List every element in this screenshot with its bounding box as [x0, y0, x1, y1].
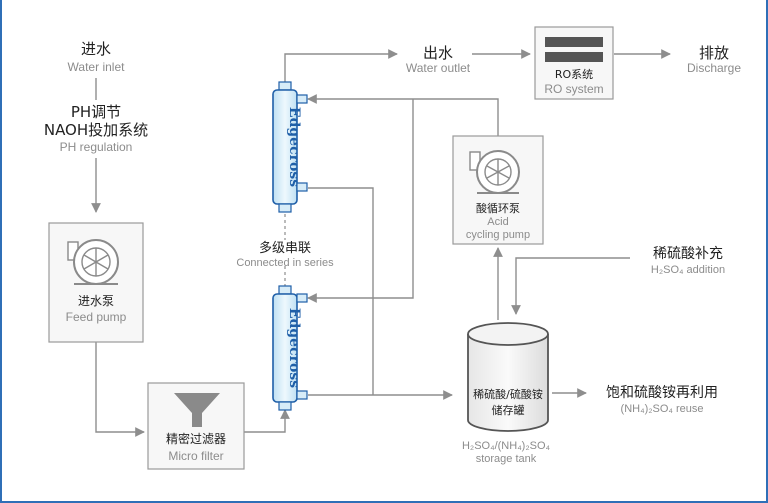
series-sublabel: Connected in series: [236, 257, 334, 269]
pipe-module-outlet-top: [308, 187, 374, 395]
module-bottom-brand: Edgecross: [286, 308, 302, 388]
water-inlet-label: 进水: [81, 40, 111, 58]
tank-sublabel-line2: storage tank: [476, 453, 537, 465]
acid-pump-sublabel-line1: Acid: [487, 216, 508, 228]
pipe-acid-addition: [511, 257, 630, 315]
pipe-acid-return-top: [307, 94, 499, 136]
membrane-module-icon: [272, 81, 308, 213]
pipe-module-to-outlet: [284, 49, 398, 82]
discharge-sublabel: Discharge: [687, 61, 741, 75]
acid-pump-sublabel-line2: cycling pump: [466, 229, 530, 241]
tank-sublabel-line1: H₂SO₄/(NH₄)₂SO₄: [462, 440, 551, 452]
pump-icon: [469, 150, 520, 194]
series-label: 多级串联: [259, 240, 311, 256]
reuse-label: 饱和硫酸铵再利用: [606, 385, 718, 401]
ro-label: RO系统: [555, 68, 593, 81]
feed-pump-label: 进水泵: [78, 294, 114, 308]
reuse-sublabel: (NH₄)₂SO₄ reuse: [621, 403, 704, 415]
pump-icon: [67, 239, 119, 285]
ro-system: RO系统 RO system: [534, 26, 614, 100]
ph-label-line2: NAOH投加系统: [44, 121, 148, 139]
ph-label-line1: PH调节: [71, 103, 121, 121]
membrane-module-icon: [272, 285, 308, 411]
funnel-icon: [174, 393, 220, 427]
tank-label-line2: 储存罐: [492, 403, 525, 417]
membrane-module-bottom: Edgecross: [272, 285, 308, 411]
acid-pump-label: 酸循环泵: [476, 201, 520, 215]
micro-filter-sublabel: Micro filter: [168, 449, 223, 463]
pipes: [91, 49, 671, 437]
membrane-module-top: Edgecross: [272, 81, 308, 213]
micro-filter-label: 精密过滤器: [166, 431, 226, 446]
storage-tank: 稀硫酸/硫酸铵 储存罐 H₂SO₄/(NH₄)₂SO₄ storage tank: [462, 322, 551, 465]
acid-cycling-pump: 酸循环泵 Acid cycling pump: [452, 135, 544, 245]
water-outlet-label: 出水: [423, 44, 453, 62]
tank-label-line1: 稀硫酸/硫酸铵: [473, 387, 543, 401]
pipe-feed-pump-to-filter: [95, 342, 145, 437]
module-top-brand: Edgecross: [286, 107, 302, 187]
pipe-acid-return-bottom: [307, 99, 414, 303]
feed-pump: 进水泵 Feed pump: [48, 222, 144, 343]
feed-pump-sublabel: Feed pump: [66, 310, 127, 324]
ro-sublabel: RO system: [544, 82, 603, 96]
acid-addition-sublabel: H₂SO₄ addition: [651, 264, 725, 276]
ph-sublabel: PH regulation: [60, 140, 133, 154]
acid-addition-label: 稀硫酸补充: [653, 246, 723, 262]
water-outlet-sublabel: Water outlet: [406, 61, 471, 75]
discharge-label: 排放: [699, 44, 729, 62]
pipe-filter-to-module: [244, 409, 290, 433]
water-inlet-sublabel: Water inlet: [68, 60, 126, 74]
micro-filter: 精密过滤器 Micro filter: [147, 382, 245, 470]
ro-unit-icon: [545, 37, 603, 62]
tank-icon: [467, 322, 549, 432]
